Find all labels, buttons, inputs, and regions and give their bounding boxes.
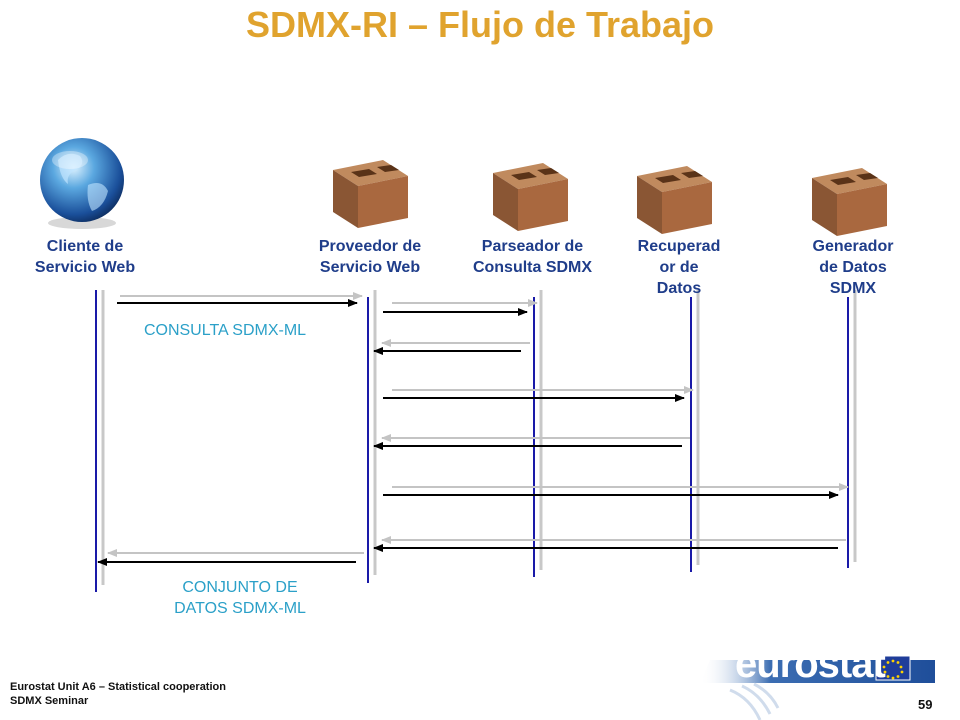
brick-icon (812, 168, 887, 236)
lifeline-parseador (533, 290, 543, 577)
lifeline-proveedor (367, 290, 377, 583)
message-from-generador (373, 536, 846, 552)
message-conjunto (97, 549, 364, 566)
message-from-parseador (373, 339, 530, 355)
brick-icon (333, 160, 408, 228)
brick-icon (637, 166, 712, 234)
globe-icon (40, 138, 124, 229)
lifeline-cliente (95, 290, 105, 592)
message-to-generador (383, 483, 849, 499)
eurostat-logo-text: eurostat (735, 642, 886, 686)
lifeline-generador (847, 290, 857, 568)
footer: Eurostat Unit A6 – Statistical cooperati… (10, 680, 226, 708)
message-from-recuperador (373, 434, 690, 450)
eu-flag-icon (875, 655, 911, 681)
slide-title: SDMX-RI – Flujo de Trabajo (245, 4, 715, 45)
footer-line1: Eurostat Unit A6 – Statistical cooperati… (10, 681, 226, 693)
brick-icon (493, 163, 568, 231)
page-number: 59 (918, 697, 933, 712)
message-consulta (117, 292, 363, 307)
message-to-recuperador (383, 386, 694, 402)
message-to-parseador (383, 299, 538, 316)
footer-line2: SDMX Seminar (10, 695, 89, 707)
message-label-consulta: CONSULTA SDMX-ML (143, 322, 307, 339)
lifeline-recuperador (690, 290, 700, 572)
